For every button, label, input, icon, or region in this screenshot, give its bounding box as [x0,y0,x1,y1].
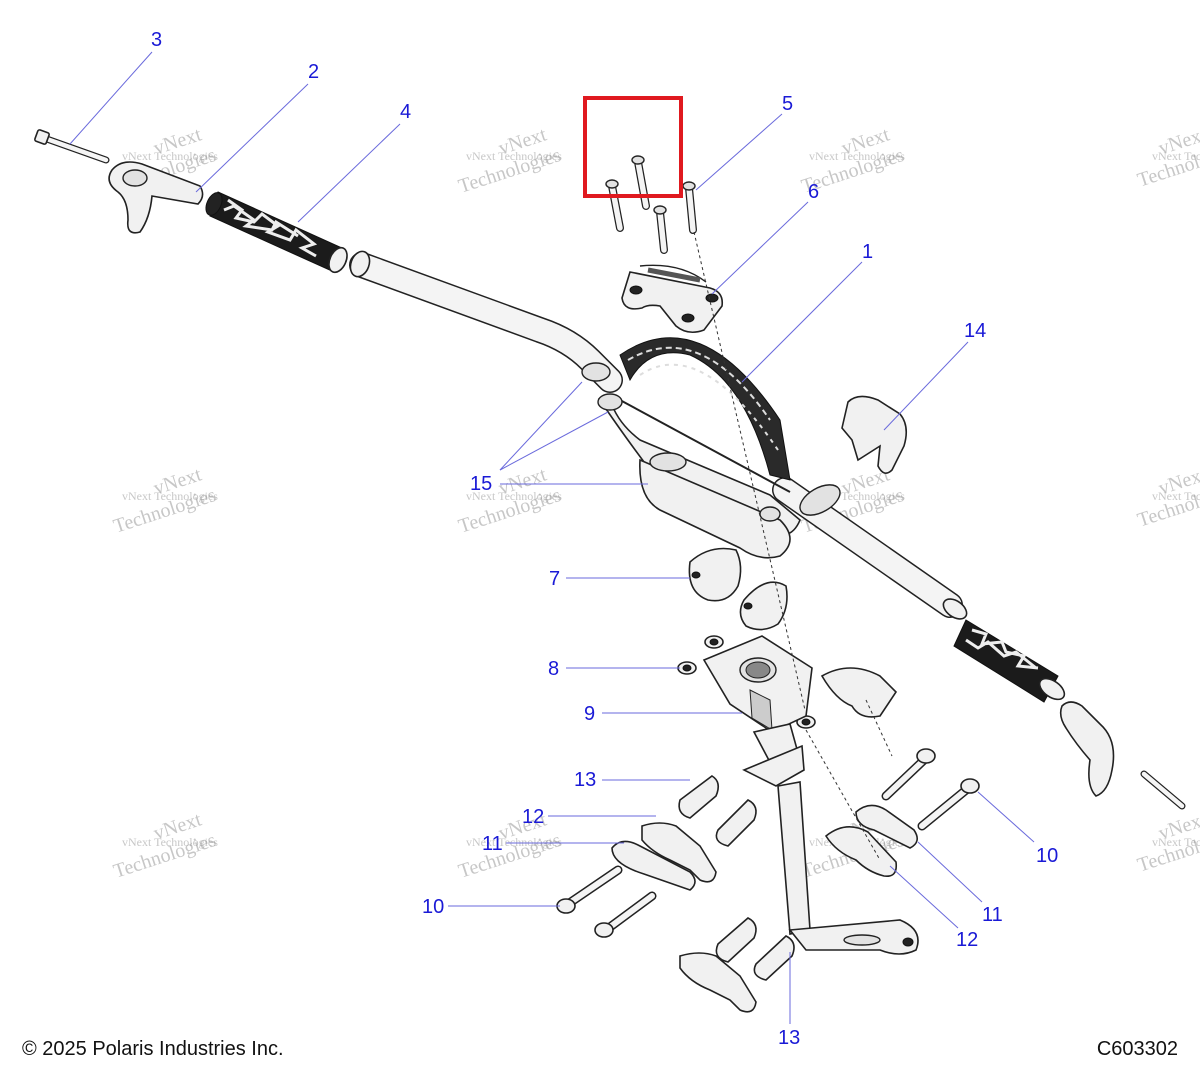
callout-10-right[interactable]: 10 [1036,845,1058,867]
callout-8[interactable]: 8 [548,658,559,680]
spacers[interactable] [678,775,795,981]
watermark-small-12: vNext Technologies [1152,835,1200,849]
steering-post[interactable] [742,723,919,955]
lower-clamps[interactable] [688,547,788,631]
callout-5[interactable]: 5 [782,93,793,115]
callout-6[interactable]: 6 [808,181,819,203]
callout-11-right[interactable]: 11 [982,904,1003,926]
clamp-plates[interactable] [641,822,898,1013]
callout-2[interactable]: 2 [308,61,319,83]
top-clamp[interactable] [621,264,724,334]
watermark-small-9: vNext Technologies [122,835,218,849]
callout-11-left[interactable]: 11 [482,833,503,855]
callout-9[interactable]: 9 [584,703,595,725]
watermark-small-8: vNext Technologies [1152,489,1200,503]
clamp-bolts[interactable] [605,155,697,254]
spacer-plates[interactable] [611,804,918,891]
watermark-small-3: vNext Technologies [809,149,905,163]
callout-13-bottom[interactable]: 13 [778,1027,800,1049]
watermark-small-1: vNext Technologies [122,149,218,163]
callout-14[interactable]: 14 [964,320,986,342]
callout-10-left[interactable]: 10 [422,896,444,918]
watermark-small-5: vNext Technologies [122,489,218,503]
watermark-small-4: vNext Technologies [1152,149,1200,163]
watermark-small-6: vNext Technologies [466,489,562,503]
right-grip[interactable] [953,619,1068,704]
callout-12-left[interactable]: 12 [522,806,544,828]
highlight-box [583,96,683,198]
callout-13-top[interactable]: 13 [574,769,596,791]
callout-12-right[interactable]: 12 [956,929,978,951]
diagram-code: C603302 [1096,1038,1178,1060]
alignment-line-2 [805,729,881,861]
alignment-line [693,231,806,711]
bar-cover[interactable] [841,395,908,474]
callout-labels: 3 2 4 5 6 1 14 15 7 8 9 13 12 11 10 10 1… [151,29,1058,1049]
stem-mount[interactable] [702,635,898,733]
handlebar[interactable] [347,249,970,623]
watermark-small-10: vNext Technologies [466,835,562,849]
callout-7[interactable]: 7 [549,568,560,590]
callout-3[interactable]: 3 [151,29,162,51]
callout-4[interactable]: 4 [400,101,411,123]
left-bar-end[interactable] [108,161,204,234]
leader-lines [69,51,1035,1024]
right-bar-end[interactable] [1059,701,1186,810]
callout-15[interactable]: 15 [470,473,492,495]
crossbar-pad[interactable] [619,337,791,481]
callout-1[interactable]: 1 [862,241,873,263]
alignment-line-3 [865,699,893,757]
copyright-text: © 2025 Polaris Industries Inc. [22,1038,284,1060]
left-grip[interactable] [203,190,351,275]
bracket-bolts[interactable] [556,748,980,938]
left-end-bolt[interactable] [34,129,110,164]
watermark-small-2: vNext Technologies [466,149,562,163]
